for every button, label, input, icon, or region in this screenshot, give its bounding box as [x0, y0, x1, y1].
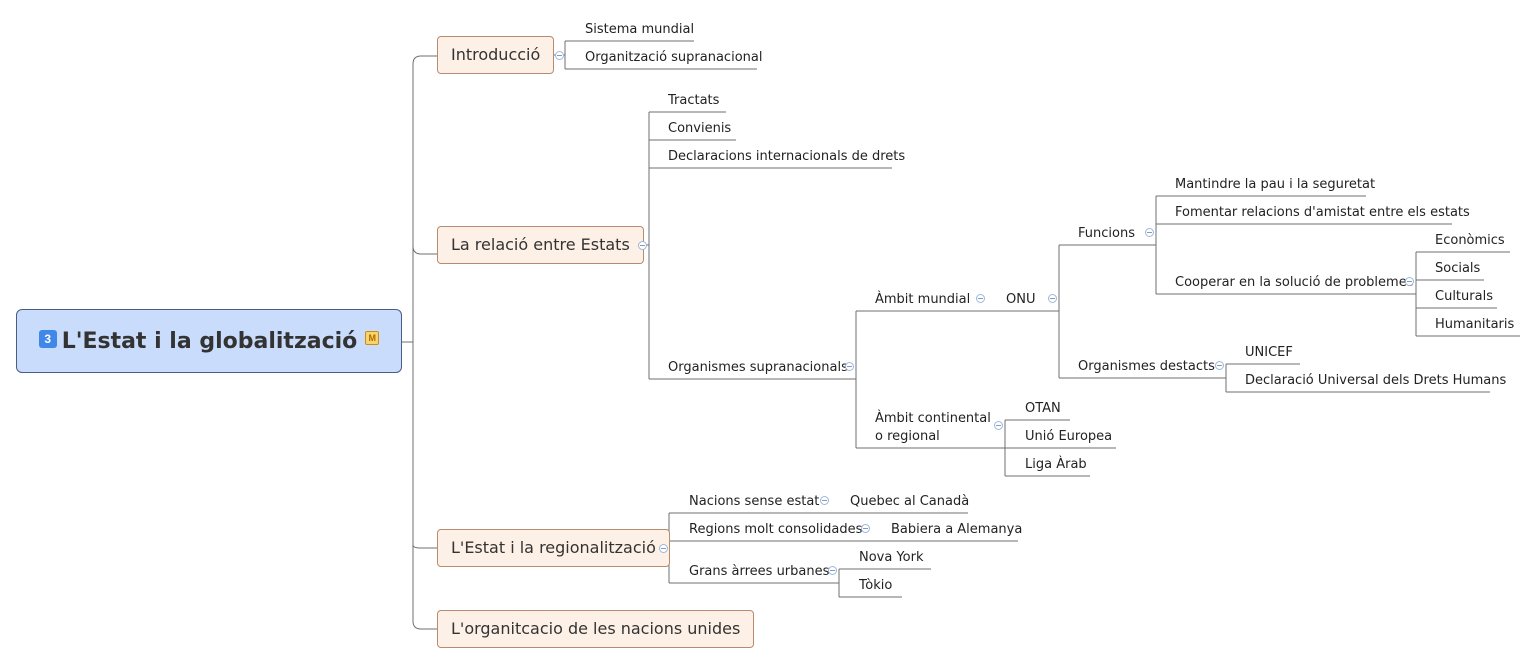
central-topic[interactable]: 3 L'Estat i la globalització M	[16, 309, 402, 373]
collapse-icon[interactable]	[1215, 361, 1224, 370]
collapse-icon[interactable]	[994, 421, 1003, 430]
subtopic-grans-arrees-urbanes[interactable]: Grans àrrees urbanes	[689, 564, 830, 579]
collapse-icon[interactable]	[820, 496, 829, 505]
subtopic-onu[interactable]: ONU	[1006, 292, 1036, 307]
collapse-icon[interactable]	[638, 241, 647, 250]
central-topic-title: L'Estat i la globalització	[61, 328, 358, 354]
collapse-icon[interactable]	[828, 566, 837, 575]
subtopic-nacions-sense-estat[interactable]: Nacions sense estat	[689, 494, 820, 509]
subtopic-quebec[interactable]: Quebec al Canadà	[850, 494, 970, 509]
marker-icon: M	[365, 331, 380, 345]
subtopic-organitzacio-supranacional[interactable]: Organització supranacional	[585, 50, 763, 65]
subtopic-ambit-mundial[interactable]: Àmbit mundial	[875, 292, 971, 307]
subtopic-mantindre-pau[interactable]: Mantindre la pau i la seguretat	[1175, 177, 1376, 192]
subtopic-convienis[interactable]: Convienis	[668, 121, 732, 136]
subtopic-babiera[interactable]: Babiera a Alemanya	[891, 522, 1023, 537]
subtopic-socials[interactable]: Socials	[1435, 261, 1481, 276]
collapse-icon[interactable]	[861, 524, 870, 533]
topic-number-badge: 3	[38, 330, 57, 348]
collapse-icon[interactable]	[976, 294, 985, 303]
topic-introduccio[interactable]: Introducció	[437, 36, 555, 74]
subtopic-organismes-destacats[interactable]: Organismes destacts	[1078, 359, 1215, 374]
subtopic-humanitaris[interactable]: Humanitaris	[1435, 317, 1515, 332]
subtopic-sistema-mundial[interactable]: Sistema mundial	[585, 22, 695, 37]
subtopic-funcions[interactable]: Funcions	[1078, 226, 1135, 241]
collapse-icon[interactable]	[1145, 228, 1154, 237]
subtopic-nova-york[interactable]: Nova York	[859, 550, 924, 565]
subtopic-cooperar[interactable]: Cooperar en la solució de problemes	[1175, 275, 1414, 290]
subtopic-liga-arab[interactable]: Liga Àrab	[1025, 457, 1087, 472]
collapse-icon[interactable]	[555, 51, 564, 60]
subtopic-ambit-continental-line1[interactable]: Àmbit continental	[875, 411, 991, 426]
topic-nacions-unides[interactable]: L'organitcacio de les nacions unides	[437, 610, 755, 648]
subtopic-unio-europea[interactable]: Unió Europea	[1025, 429, 1113, 444]
collapse-icon[interactable]	[659, 544, 668, 553]
subtopic-unicef[interactable]: UNICEF	[1245, 345, 1293, 360]
collapse-icon[interactable]	[1048, 294, 1057, 303]
subtopic-economics[interactable]: Econòmics	[1435, 233, 1505, 248]
collapse-icon[interactable]	[845, 362, 854, 371]
subtopic-organismes-supranacionals[interactable]: Organismes supranacionals	[668, 360, 848, 375]
subtopic-declaracions[interactable]: Declaracions internacionals de drets	[668, 149, 906, 164]
subtopic-culturals[interactable]: Culturals	[1435, 289, 1493, 304]
topic-estat-regionalitzacio[interactable]: L'Estat i la regionalització	[437, 529, 670, 567]
subtopic-ambit-continental-line2[interactable]: o regional	[875, 429, 940, 444]
subtopic-regions-consolidades[interactable]: Regions molt consolidades	[689, 522, 863, 537]
subtopic-declaracio-universal[interactable]: Declaració Universal dels Drets Humans	[1245, 373, 1507, 388]
topic-relacio-entre-estats[interactable]: La relació entre Estats	[437, 226, 644, 264]
subtopic-otan[interactable]: OTAN	[1025, 401, 1061, 416]
collapse-icon[interactable]	[1405, 277, 1414, 286]
subtopic-tractats[interactable]: Tractats	[668, 93, 720, 108]
subtopic-tokio[interactable]: Tòkio	[859, 578, 893, 593]
subtopic-fomentar-relacions[interactable]: Fomentar relacions d'amistat entre els e…	[1175, 205, 1470, 220]
